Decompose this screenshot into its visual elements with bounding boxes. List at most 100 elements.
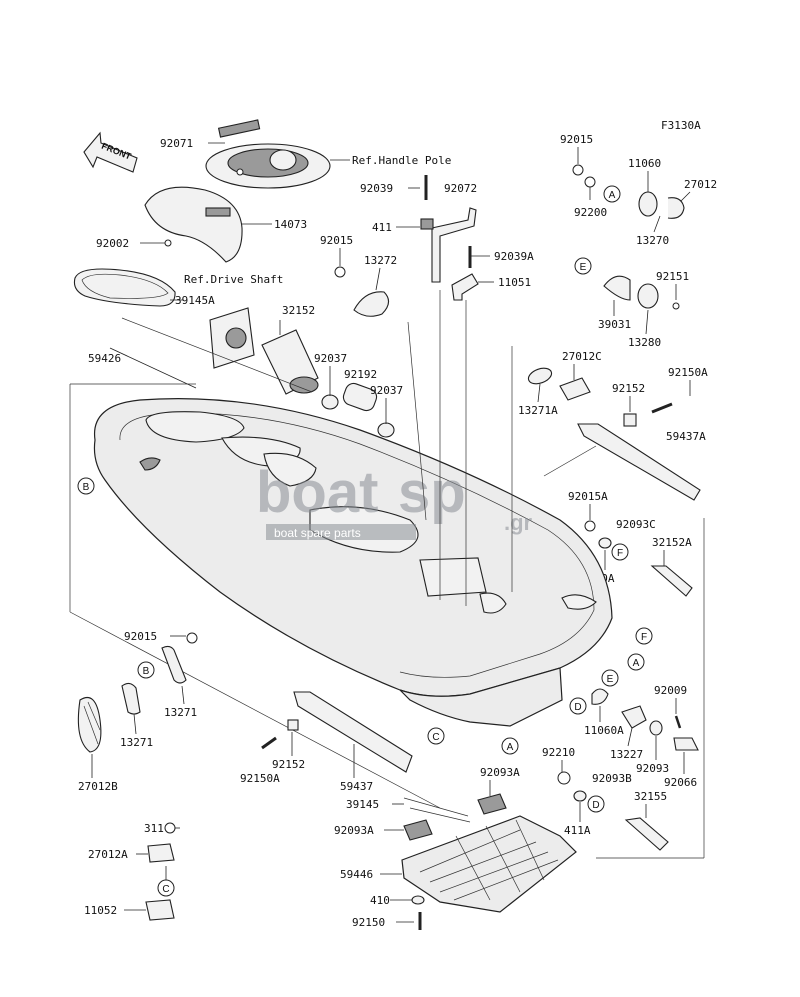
rail-59437A [577, 423, 701, 501]
callout-A3: A [507, 742, 514, 753]
part-11051: 11051 [498, 276, 531, 289]
part-92151: 92151 [656, 270, 689, 283]
rail-59437 [293, 691, 413, 773]
plug-92066 [673, 737, 699, 751]
bracket-13272 [353, 291, 390, 317]
callout-A1: A [609, 190, 616, 201]
watermark: boat sp .gr boat spare parts [256, 460, 533, 540]
part-27012: 27012 [684, 178, 717, 191]
part-11060: 11060 [628, 157, 661, 170]
watermark-brand-a: boat [256, 460, 378, 525]
nut-411 [420, 218, 434, 230]
pad-92093A-a [477, 793, 507, 815]
part-92015-c: 92015 [124, 630, 157, 643]
pump-cover-59446 [401, 815, 577, 913]
callout-E2: E [607, 674, 614, 685]
part-92210: 92210 [542, 746, 575, 759]
part-92002: 92002 [96, 237, 129, 250]
part-92009: 92009 [654, 684, 687, 697]
plate-27012B [77, 696, 102, 753]
part-13271-b: 13271 [120, 736, 153, 749]
callout-B2: B [143, 666, 150, 677]
front-arrow: FRONT [83, 131, 138, 173]
callout-D1: D [574, 702, 581, 713]
callout-D2: D [592, 800, 599, 811]
seal-ring [73, 268, 176, 307]
part-27012C: 27012C [562, 350, 602, 363]
part-92150A-b: 92150A [240, 772, 280, 785]
part-92152-a: 92152 [612, 382, 645, 395]
part-13271-a: 13271 [164, 706, 197, 719]
part-92152-b: 92152 [272, 758, 305, 771]
nozzle-39031 [603, 275, 631, 301]
part-92015-a: 92015 [320, 234, 353, 247]
part-92150: 92150 [352, 916, 385, 929]
part-27012B: 27012B [78, 780, 118, 793]
part-11060A: 11060A [584, 724, 624, 737]
plate-27012A [147, 843, 175, 863]
bracket-13271-a [161, 645, 187, 684]
part-13271A: 13271A [518, 404, 558, 417]
part-92039A: 92039A [494, 250, 534, 263]
clamp-a [321, 394, 339, 410]
part-92093A-b: 92093A [334, 824, 374, 837]
part-92071: 92071 [160, 137, 193, 150]
watermark-suffix: .gr [504, 510, 533, 535]
watermark-brand-b: sp [398, 460, 466, 525]
part-92015A: 92015A [568, 490, 608, 503]
hose-92192 [342, 382, 378, 412]
callout-B1: B [83, 482, 90, 493]
part-92093: 92093 [636, 762, 669, 775]
part-59437A: 59437A [666, 430, 706, 443]
callout-C2: C [162, 884, 169, 895]
part-92093C: 92093C [616, 518, 656, 531]
part-311: 311 [144, 822, 164, 835]
part-92093B: 92093B [592, 772, 632, 785]
handle-pole-plate [205, 119, 331, 189]
part-92093A-a: 92093A [480, 766, 520, 779]
plate-13271A [527, 367, 553, 385]
ring-13280 [637, 283, 659, 309]
part-32155: 32155 [634, 790, 667, 803]
bolt-92152-a [623, 413, 637, 427]
plate-11060A [591, 688, 609, 705]
bracket-11051 [451, 273, 479, 301]
part-27012A: 27012A [88, 848, 128, 861]
part-13270: 13270 [636, 234, 669, 247]
part-92037-b: 92037 [370, 384, 403, 397]
hull-59426 [93, 398, 613, 727]
ref-drive-shaft: Ref.Drive Shaft [184, 273, 283, 286]
bracket-13271-b [121, 682, 141, 715]
figure-code: F3130A [661, 119, 701, 132]
part-39031: 39031 [598, 318, 631, 331]
part-13280: 13280 [628, 336, 661, 349]
part-411A: 411A [564, 824, 591, 837]
part-14073: 14073 [274, 218, 307, 231]
part-59446: 59446 [340, 868, 373, 881]
callout-F1: F [617, 548, 623, 559]
bolt-92152-b [287, 719, 299, 731]
part-32152A: 32152A [652, 536, 692, 549]
part-39145A: 39145A [175, 294, 215, 307]
fitting-13227 [621, 705, 647, 729]
part-411: 411 [372, 221, 392, 234]
callout-F2: F [641, 632, 647, 643]
callout-E1: E [580, 262, 587, 273]
part-13272: 13272 [364, 254, 397, 267]
clamp-b [377, 422, 395, 438]
clip-27012 [667, 197, 685, 219]
drive-shaft-housing [209, 307, 255, 369]
part-92066: 92066 [664, 776, 697, 789]
tube-32155 [624, 817, 669, 851]
part-92039: 92039 [360, 182, 393, 195]
watermark-tagline: boat spare parts [274, 526, 361, 540]
tube-32152A [650, 565, 693, 597]
callout-C1: C [432, 732, 439, 743]
ref-handle-pole: Ref.Handle Pole [352, 154, 451, 167]
part-11052: 11052 [84, 904, 117, 917]
plate-27012C [559, 377, 591, 401]
part-59426: 59426 [88, 352, 121, 365]
part-59437: 59437 [340, 780, 373, 793]
part-92192: 92192 [344, 368, 377, 381]
